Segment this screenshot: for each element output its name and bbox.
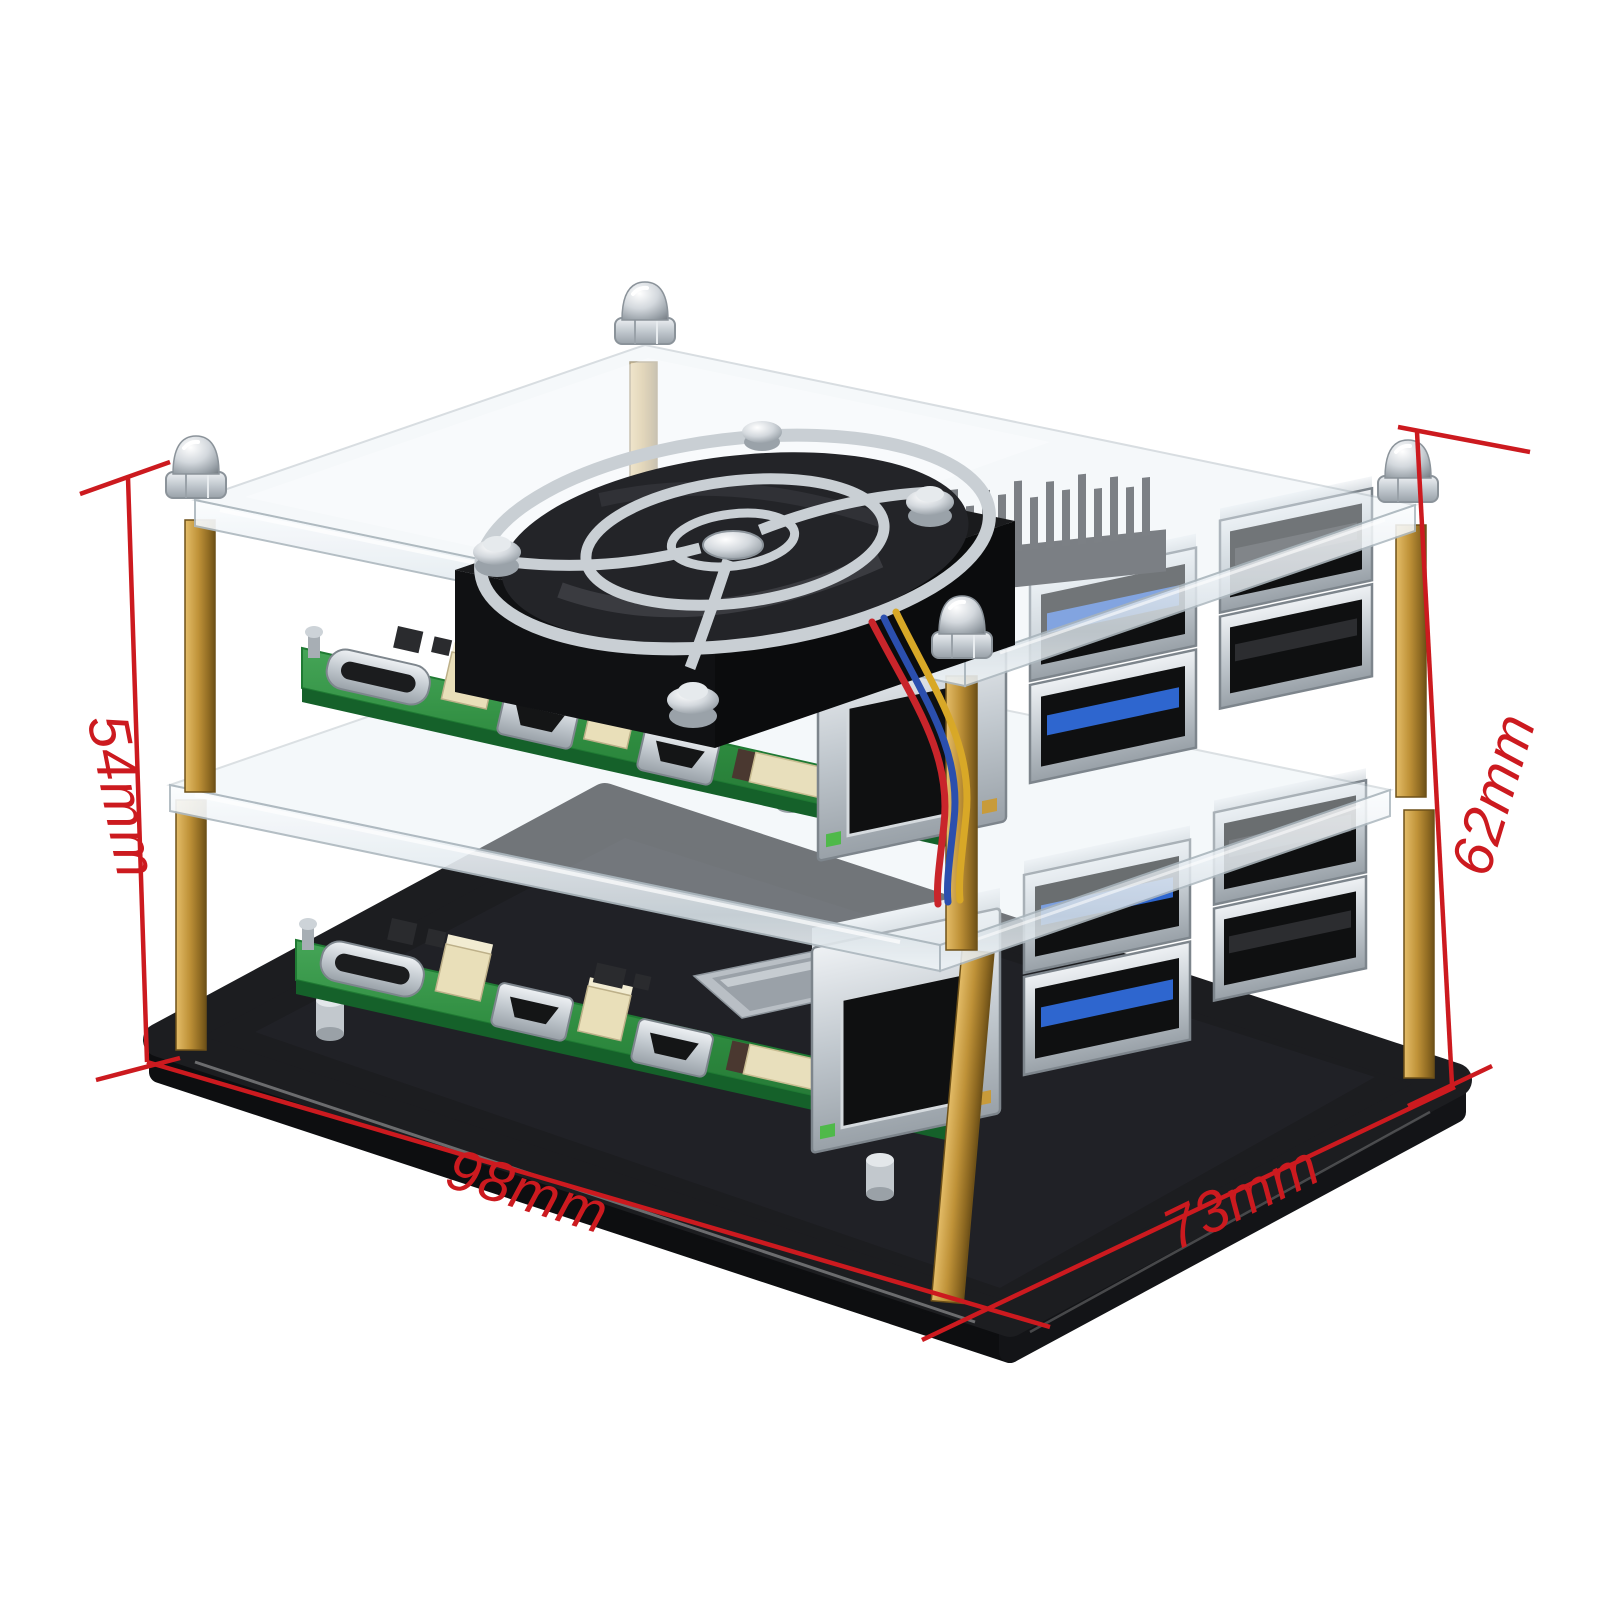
dimension-line-62mm <box>1397 424 1531 1109</box>
dimension-annotations <box>79 424 1531 1343</box>
acorn-nut <box>164 434 228 500</box>
brass-standoff <box>175 799 1435 1305</box>
cooling-fan <box>455 421 1015 748</box>
dimension-label-height-right: 62mm <box>1438 706 1548 883</box>
dimension-label-height-left: 54mm <box>74 709 169 884</box>
dimension-line-98mm <box>146 1059 1051 1330</box>
acorn-nut <box>613 280 677 346</box>
dimension-line-73mm <box>921 1084 1456 1343</box>
fan-wires <box>868 608 971 908</box>
acorn-nut <box>1376 438 1440 504</box>
board-spacer <box>866 1153 894 1201</box>
fan-screw <box>473 421 954 728</box>
dimension-line-54mm <box>79 459 181 1083</box>
